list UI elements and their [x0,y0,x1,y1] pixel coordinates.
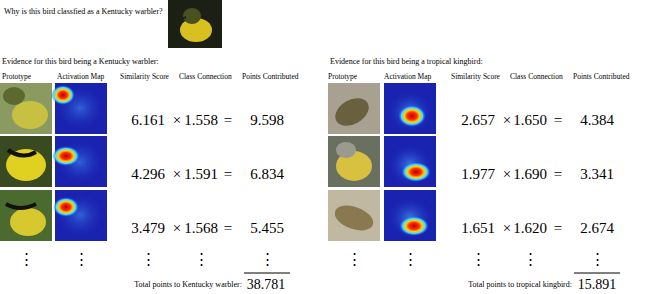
score-value: 5.455 [250,221,284,236]
score-value: 1.977 [461,167,495,182]
column-header: Class Connection [179,73,232,81]
prototype [328,83,380,134]
score-value: = [224,221,232,236]
activation-map [384,136,436,187]
section-heading: Evidence for this bird being a tropical … [330,58,483,66]
section-heading: Evidence for this bird being a Kentucky … [2,58,159,66]
column-header: Points Contributed [573,73,629,81]
continuation-dots: ⋮ [74,252,89,267]
sum-line [574,273,620,274]
query-bird [168,0,222,48]
column-header: Activation Map [384,73,431,81]
column-header: Prototype [328,73,357,81]
score-value: 3.479 [131,221,165,236]
bird-beak [181,16,186,19]
column-header: Class Connection [510,73,563,81]
bird-patch [3,87,25,105]
activation-map [384,190,436,241]
score-value: 6.161 [131,113,165,128]
score-value: = [224,113,232,128]
score-value: 9.598 [250,113,284,128]
prototype [0,136,52,187]
score-value: = [224,167,232,182]
question-title: Why is this bird classfied as a Kentucky… [4,8,163,16]
heat-spot [401,162,431,182]
total-value: 15.891 [578,278,617,292]
score-value: × [173,113,181,128]
continuation-dots: ⋮ [19,252,34,267]
score-value: 4.296 [131,167,165,182]
bird-patch [336,142,356,158]
heat-spot [398,105,426,127]
column-header: Similarity Score [451,73,500,81]
bird-stripe [6,204,36,208]
bird-stripe [8,150,36,156]
continuation-dots: ⋮ [471,252,486,267]
activation-maps [51,83,107,241]
score-value: 1.591 [184,167,218,182]
score-value: × [503,221,511,236]
prototype-images [0,83,52,241]
score-value: × [503,113,511,128]
bird-head [183,8,201,24]
score-value: 2.657 [461,113,495,128]
continuation-dots: ⋮ [260,252,275,267]
continuation-dots: ⋮ [347,252,362,267]
score-value: 2.674 [580,221,614,236]
heat-spot [52,146,80,166]
score-value: 1.620 [513,221,547,236]
heat-glow [386,90,434,134]
score-value: = [554,221,562,236]
continuation-dots: ⋮ [403,252,418,267]
sum-line [244,273,290,274]
score-value: × [173,167,181,182]
heat-spot [51,85,75,105]
score-value: = [554,167,562,182]
prototype [328,190,380,241]
total-label: Total points to Kentucky warbler: [134,281,242,289]
total-label: Total points to tropical kingbird: [468,281,572,289]
score-value: 1.690 [513,167,547,182]
activation-map [384,83,436,134]
score-value: 1.650 [513,113,547,128]
score-value: 1.651 [461,221,495,236]
bird-patch [330,93,373,132]
heat-glow [386,143,434,187]
score-value: = [554,113,562,128]
prototype-images [328,83,380,241]
total-value: 38.781 [247,278,286,292]
heat-glow [386,196,434,240]
score-value: × [503,167,511,182]
heat-spot [53,197,79,217]
column-header: Similarity Score [120,73,169,81]
bird-patch [331,201,376,235]
heat-spot [399,216,429,236]
score-value: 4.384 [580,113,614,128]
photo-ground [168,0,222,48]
prototype [328,136,380,187]
bird-patch [12,101,48,129]
activation-maps [384,83,436,241]
column-header: Points Contributed [242,73,298,81]
bird-patch [10,208,46,236]
score-value: 3.341 [580,167,614,182]
column-header: Prototype [2,73,31,81]
column-header: Activation Map [57,73,104,81]
bird-patch [6,149,46,181]
prototype [0,83,52,134]
score-value: 1.558 [184,113,218,128]
prototype [0,190,52,241]
score-value: 6.834 [250,167,284,182]
continuation-dots: ⋮ [141,252,156,267]
continuation-dots: ⋮ [590,252,605,267]
score-value: 1.568 [184,221,218,236]
continuation-dots: ⋮ [194,252,209,267]
heat-glow [54,191,106,239]
score-value: × [173,221,181,236]
continuation-dots: ⋮ [523,252,538,267]
